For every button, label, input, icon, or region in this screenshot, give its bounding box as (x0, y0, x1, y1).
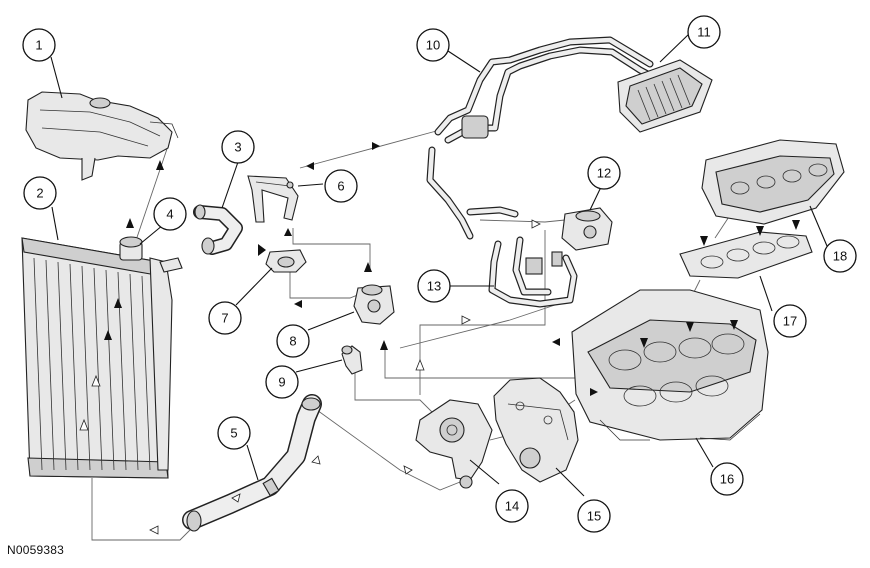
callout-1: 1 (22, 28, 56, 62)
callout-9: 9 (265, 365, 299, 399)
svg-text:1: 1 (35, 38, 42, 53)
svg-text:11: 11 (697, 25, 711, 40)
flow-arrow (294, 300, 302, 308)
flow-arrow (686, 322, 694, 332)
flow-arrow (700, 236, 708, 246)
svg-text:10: 10 (426, 38, 440, 53)
callout-3: 3 (221, 130, 255, 164)
flow-line-heater-to-cooler (479, 219, 566, 223)
oil-cooler (561, 207, 613, 251)
svg-text:13: 13 (427, 279, 441, 294)
head-gasket (679, 231, 813, 279)
callout-11: 11 (687, 15, 721, 49)
callout-17: 17 (773, 304, 807, 338)
radiator-upper-hose (193, 204, 243, 255)
svg-text:8: 8 (289, 334, 296, 349)
svg-text:9: 9 (278, 375, 285, 390)
callout-14: 14 (495, 489, 529, 523)
flow-arrow (531, 219, 541, 229)
callout-5: 5 (217, 416, 251, 450)
svg-text:4: 4 (166, 207, 173, 222)
callout-8: 8 (276, 324, 310, 358)
callout-18: 18 (823, 239, 857, 273)
flow-arrow (403, 465, 413, 475)
svg-text:15: 15 (587, 509, 601, 524)
cylinder-block (571, 289, 769, 441)
cylinder-head (701, 139, 845, 225)
callouts: 1 2 3 4 5 6 7 8 (22, 15, 857, 533)
flow-arrow (306, 162, 314, 170)
radiator-lower-hose (182, 394, 322, 532)
svg-text:7: 7 (221, 311, 228, 326)
figure-id-label: N0059383 (7, 543, 64, 557)
radiator (21, 236, 183, 479)
flow-arrow (91, 374, 101, 387)
heater-tubes (426, 36, 659, 240)
degas-bottle (25, 91, 179, 181)
thermostat-housing (265, 249, 307, 273)
flow-arrow (730, 320, 738, 330)
flow-arrow (756, 226, 764, 236)
callout-13: 13 (417, 269, 451, 303)
flow-line-radiator-to-lower-hose (91, 478, 201, 541)
flow-arrow (590, 388, 598, 396)
svg-text:5: 5 (230, 426, 237, 441)
callout-10: 10 (416, 28, 450, 62)
svg-text:2: 2 (36, 186, 43, 201)
flow-arrow (552, 338, 560, 346)
flow-arrow (149, 525, 159, 535)
flow-arrow (156, 160, 164, 170)
callout-7: 7 (208, 301, 242, 335)
flow-arrow (231, 493, 241, 503)
flow-arrow (364, 262, 372, 272)
engine-front-cover (493, 377, 579, 483)
flow-arrow (372, 142, 380, 150)
flow-arrow (284, 228, 292, 236)
water-pump (415, 399, 493, 489)
radiator-core-fins (33, 257, 151, 471)
svg-text:17: 17 (783, 314, 797, 329)
flow-arrow (311, 455, 321, 465)
flow-arrow (461, 315, 471, 325)
flow-line-bypass-down (354, 372, 441, 421)
flow-line-cooler-return (419, 230, 546, 395)
flow-arrow (792, 220, 800, 230)
heater-core (617, 59, 713, 133)
flow-line-heater-supply (299, 129, 441, 169)
thermostat-bypass (353, 284, 395, 325)
callout-4: 4 (153, 197, 187, 231)
svg-text:3: 3 (234, 140, 241, 155)
svg-text:12: 12 (597, 166, 611, 181)
flow-line-hose-to-pump (309, 404, 466, 491)
coolant-tubes (488, 236, 578, 308)
bypass-hose (341, 345, 363, 375)
svg-text:18: 18 (833, 249, 847, 264)
flow-arrows (79, 142, 800, 535)
callout-15: 15 (577, 499, 611, 533)
flow-arrow (258, 244, 266, 256)
leader-lines (50, 32, 828, 497)
flow-arrow (104, 330, 112, 340)
callout-2: 2 (23, 176, 57, 210)
flow-arrow (126, 218, 134, 228)
svg-text:6: 6 (337, 179, 344, 194)
cylinder-bores (608, 333, 745, 407)
heater-core-fins (637, 74, 691, 121)
svg-text:16: 16 (720, 472, 734, 487)
callout-16: 16 (710, 462, 744, 496)
flow-line-block-to-bypass (384, 345, 575, 379)
flow-arrow (380, 340, 388, 350)
flow-arrow (79, 418, 89, 431)
heater-tube-bracket (247, 175, 299, 223)
flow-line-bypass-loop (292, 228, 371, 270)
callout-12: 12 (587, 156, 621, 190)
flow-arrow (415, 358, 425, 371)
flow-arrow (640, 338, 648, 348)
flow-line-head-return (399, 299, 571, 349)
svg-text:14: 14 (505, 499, 519, 514)
flow-arrow (114, 298, 122, 308)
callout-6: 6 (324, 169, 358, 203)
